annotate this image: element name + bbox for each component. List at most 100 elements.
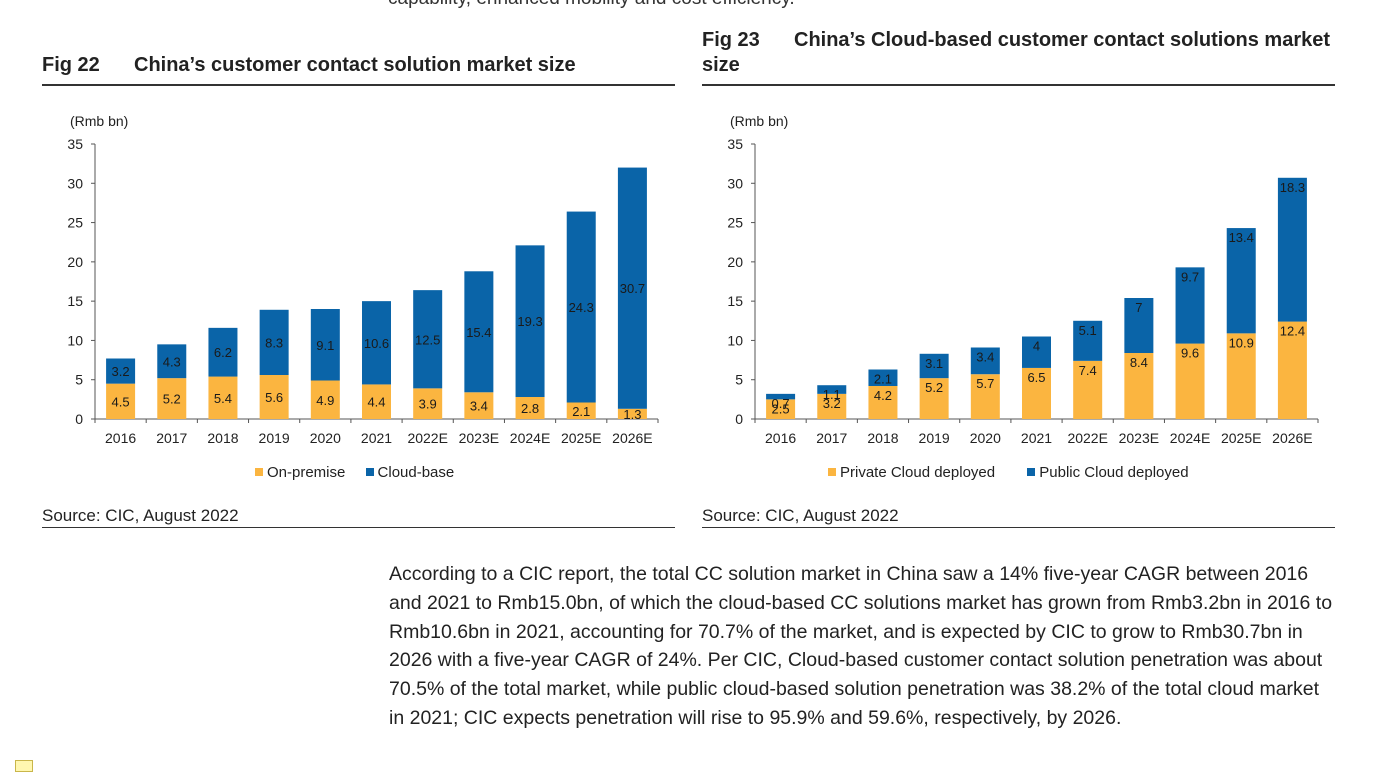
bar-segment	[515, 245, 545, 397]
x-tick-label: 2016	[765, 430, 796, 446]
x-tick-label: 2016	[105, 430, 136, 446]
x-tick-label: 2024E	[1170, 430, 1210, 446]
y-tick-label: 30	[67, 175, 83, 191]
x-tick-label: 2022E	[1067, 430, 1107, 446]
data-label: 5.4	[214, 391, 232, 406]
x-tick-label: 2021	[361, 430, 392, 446]
bar-segment	[1175, 343, 1205, 419]
bar-segment	[1226, 333, 1256, 419]
bar-segment	[868, 369, 898, 386]
figure-23-source: Source: CIC, August 2022	[702, 506, 899, 525]
bar-segment	[970, 347, 1000, 375]
bar-segment	[766, 399, 796, 419]
data-label: 5.1	[1079, 323, 1097, 338]
data-label: 3.2	[112, 364, 130, 379]
bar-segment	[1226, 228, 1256, 334]
figure-23-unit-label: (Rmb bn)	[730, 113, 789, 129]
legend-item-cloud-base: Cloud-base	[365, 464, 455, 481]
x-tick-label: 2018	[867, 430, 898, 446]
chart-23-svg: 0510152025303520162.50.720173.21.120184.…	[727, 136, 1319, 446]
y-tick-label: 35	[67, 136, 83, 152]
bar-segment	[1022, 367, 1051, 419]
bar-segment	[1022, 336, 1051, 368]
data-label: 18.3	[1280, 180, 1305, 195]
bar-segment	[617, 408, 647, 419]
data-label: 15.4	[466, 325, 491, 340]
x-tick-label: 2017	[816, 430, 847, 446]
data-label: 9.1	[316, 338, 334, 353]
bar-segment	[464, 392, 494, 419]
y-tick-label: 25	[67, 215, 83, 231]
data-label: 5.2	[163, 392, 181, 407]
legend-label-private-cloud: Private Cloud deployed	[840, 464, 996, 481]
bar-segment	[1124, 353, 1154, 419]
x-tick-label: 2020	[310, 430, 341, 446]
data-label: 3.4	[976, 350, 994, 365]
bar-segment	[310, 309, 340, 381]
legend-label-on-premise: On-premise	[267, 464, 346, 481]
comment-note-icon[interactable]	[15, 760, 33, 772]
data-label: 0.7	[772, 396, 790, 411]
y-tick-label: 20	[727, 254, 743, 270]
bar-segment	[817, 393, 847, 419]
x-tick-label: 2022E	[407, 430, 447, 446]
x-tick-label: 2019	[919, 430, 950, 446]
figure-22-number: Fig 22	[42, 54, 100, 76]
bar-segment	[617, 167, 647, 409]
data-label: 9.6	[1181, 346, 1199, 361]
data-label: 6.2	[214, 345, 232, 360]
data-label: 7	[1135, 300, 1142, 315]
bar-segment	[970, 374, 1000, 419]
data-label: 7.4	[1079, 363, 1097, 378]
legend-item-public-cloud: Public Cloud deployed	[1027, 464, 1189, 481]
y-tick-label: 25	[727, 215, 743, 231]
data-label: 2.5	[772, 401, 790, 416]
legend-label-cloud-base: Cloud-base	[377, 464, 455, 481]
y-tick-label: 0	[735, 411, 743, 427]
x-tick-label: 2023E	[459, 430, 499, 446]
data-label: 5.6	[265, 390, 283, 405]
y-tick-label: 30	[727, 175, 743, 191]
data-label: 13.4	[1229, 230, 1254, 245]
x-tick-label: 2019	[259, 430, 290, 446]
x-tick-label: 2017	[156, 430, 187, 446]
data-label: 5.7	[976, 376, 994, 391]
chart-22-svg: 0510152025303520164.53.220175.24.320185.…	[67, 136, 659, 446]
legend-swatch-on-premise	[255, 468, 263, 476]
x-tick-label: 2023E	[1119, 430, 1159, 446]
y-tick-label: 0	[75, 411, 83, 427]
data-label: 4.4	[367, 395, 385, 410]
y-tick-label: 20	[67, 254, 83, 270]
y-tick-label: 10	[727, 332, 743, 348]
cut-off-heading-text: capability, enhanced mobility and cost e…	[388, 0, 795, 10]
x-tick-label: 2026E	[1272, 430, 1312, 446]
figure-22-title: Fig 22 China’s customer contact solution …	[42, 53, 675, 78]
y-tick-label: 5	[75, 372, 83, 388]
legend-item-private-cloud: Private Cloud deployed	[828, 464, 995, 481]
bar-segment	[868, 386, 898, 419]
y-tick-label: 35	[727, 136, 743, 152]
y-tick-label: 15	[67, 293, 83, 309]
y-tick-label: 5	[735, 372, 743, 388]
figure-22-unit-label: (Rmb bn)	[70, 113, 129, 129]
body-paragraph: According to a CIC report, the total CC …	[389, 563, 1333, 729]
legend-swatch-private-cloud	[828, 468, 836, 476]
bar-segment	[766, 393, 796, 400]
figure-23-legend: Private Cloud deployed Public Cloud depl…	[828, 464, 1205, 481]
legend-label-public-cloud: Public Cloud deployed	[1039, 464, 1189, 481]
figure-23-title-text: China’s Cloud-based customer contact sol…	[702, 29, 1331, 76]
bar-segment	[157, 378, 187, 419]
data-label: 8.3	[265, 335, 283, 350]
data-label: 30.7	[620, 281, 645, 296]
data-label: 10.9	[1229, 335, 1254, 350]
data-label: 4.2	[874, 388, 892, 403]
data-label: 2.1	[874, 372, 892, 387]
data-label: 19.3	[517, 314, 542, 329]
data-label: 3.9	[419, 397, 437, 412]
figure-22-title-text: China’s customer contact solution market…	[134, 54, 576, 76]
data-label: 1.3	[623, 407, 641, 422]
bar-segment	[1073, 360, 1103, 419]
bar-segment	[413, 290, 443, 389]
